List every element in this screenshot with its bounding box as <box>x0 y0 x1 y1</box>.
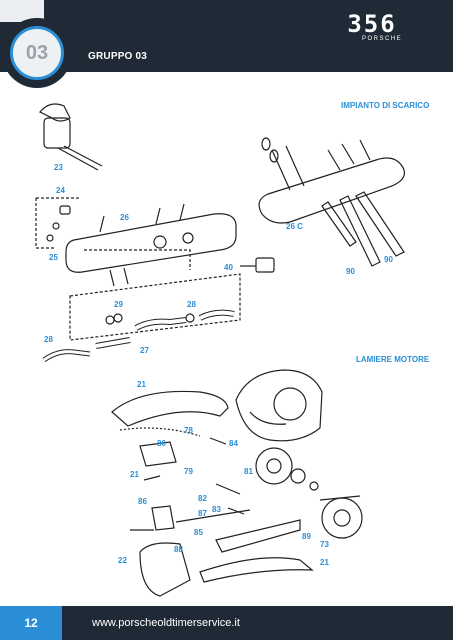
callout-21-top: 21 <box>137 380 146 389</box>
fan-shroud-shape <box>235 369 323 442</box>
callout-29: 29 <box>114 300 123 309</box>
callout-27: 27 <box>140 346 149 355</box>
callout-85: 85 <box>194 528 203 537</box>
bottom-tin-shape <box>139 542 191 597</box>
logo-number: 356 <box>347 10 397 38</box>
corner-tab <box>0 0 44 22</box>
callout-26c: 26 C <box>286 222 303 231</box>
callout-80: 80 <box>157 439 166 448</box>
footer-bar <box>0 606 453 640</box>
callout-73: 73 <box>320 540 329 549</box>
website-link[interactable]: www.porscheoldtimerservice.it <box>92 617 240 629</box>
callout-84: 84 <box>229 439 238 448</box>
section-label-engine-tin: LAMIERE MOTORE <box>356 355 430 364</box>
callout-25: 25 <box>49 253 58 262</box>
callout-87: 87 <box>198 509 207 518</box>
header-bar <box>0 0 453 72</box>
callout-28-right: 28 <box>187 300 196 309</box>
section-label-exhaust: IMPIANTO DI SCARICO <box>341 101 430 110</box>
muffler-right-shape <box>258 157 405 224</box>
callout-86: 86 <box>138 497 147 506</box>
callout-88: 88 <box>174 545 183 554</box>
callout-40: 40 <box>224 263 233 272</box>
callout-28-left: 28 <box>44 335 53 344</box>
callout-89: 89 <box>302 532 311 541</box>
callout-81: 81 <box>244 467 253 476</box>
group-title: GRUPPO 03 <box>88 51 148 62</box>
heat-shield-shape <box>43 117 71 149</box>
callout-82: 82 <box>198 494 207 503</box>
callout-90-left: 90 <box>346 267 355 276</box>
callout-24: 24 <box>56 186 65 195</box>
callout-79: 79 <box>184 467 193 476</box>
callout-26: 26 <box>120 213 129 222</box>
callout-83: 83 <box>212 505 221 514</box>
tin-curve-shape <box>111 390 229 427</box>
page-number: 12 <box>0 606 62 640</box>
callout-22: 22 <box>118 556 127 565</box>
callout-21-mid: 21 <box>130 470 139 479</box>
exploded-parts-diagram <box>35 103 405 597</box>
callout-78: 78 <box>184 426 193 435</box>
callout-23: 23 <box>54 163 63 172</box>
logo-word: PORSCHE <box>362 36 403 42</box>
muffler-shape <box>65 213 237 273</box>
pipe-elbow-shape <box>39 103 71 122</box>
callout-21-bottom: 21 <box>320 558 329 567</box>
chapter-badge: 03 <box>10 26 64 80</box>
callout-90-right: 90 <box>384 255 393 264</box>
brand-logo: 356 PORSCHE <box>322 10 422 44</box>
